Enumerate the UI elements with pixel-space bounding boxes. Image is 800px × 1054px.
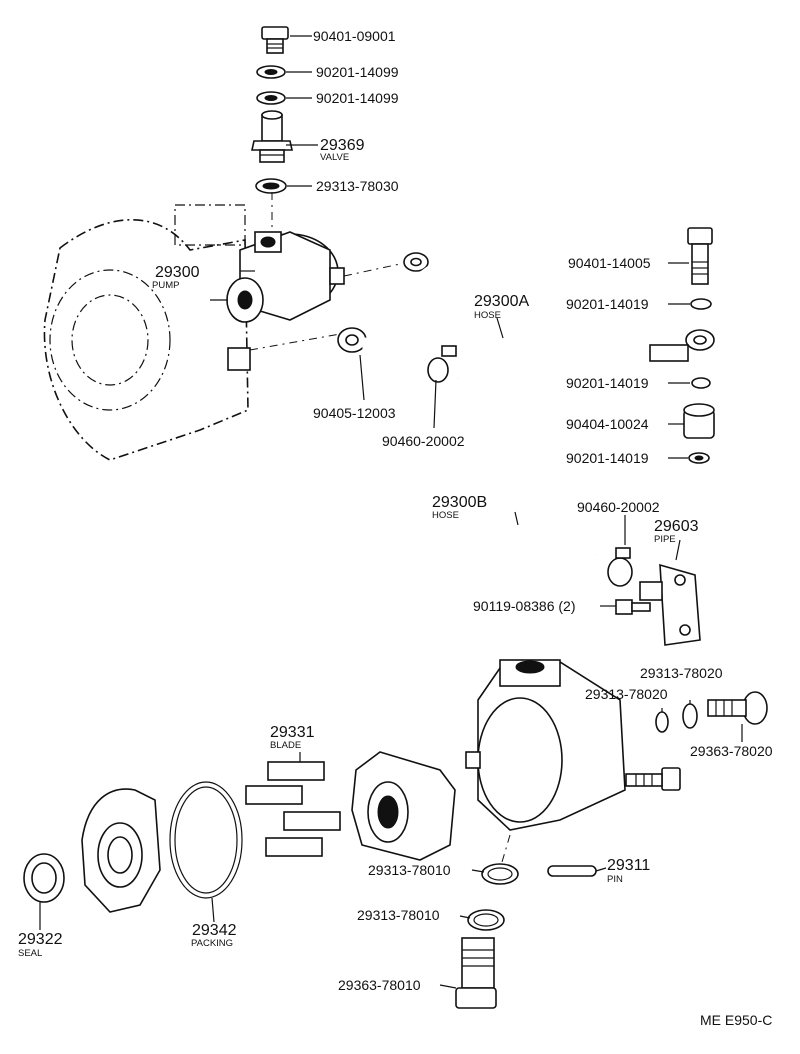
union-90405-12003 <box>337 327 429 365</box>
label-29300A: 29300A <box>474 293 529 310</box>
label-90201-14019-c: 90201-14019 <box>566 450 649 466</box>
bolt-90401-14005 <box>687 227 713 285</box>
bolt-90401-09001 <box>261 26 289 54</box>
alternator-body <box>43 204 249 461</box>
label-29369: 29369 <box>320 137 365 154</box>
washer-90201-14099-lower <box>256 91 286 105</box>
oring-29313-78010-b <box>467 909 505 931</box>
label-90460-20002-a: 90460-20002 <box>382 433 465 449</box>
label-90460-20002-b: 90460-20002 <box>577 499 660 515</box>
diagram-code: ME E950-C <box>700 1012 772 1028</box>
valve-29369 <box>251 110 293 163</box>
label-90401-09001: 90401-09001 <box>313 28 396 44</box>
label-90201-14019-a: 90201-14019 <box>566 296 649 312</box>
label-29313-78020-b: 29313-78020 <box>585 686 668 702</box>
label-seal: SEAL <box>18 948 42 959</box>
clamp-90460-20002-a <box>427 345 457 383</box>
label-pipe: PIPE <box>654 534 676 545</box>
hose-29300B <box>450 374 597 565</box>
bolt-90119-08386 <box>615 599 651 615</box>
hose-29300A <box>403 252 715 393</box>
washer-29313-78030 <box>255 178 287 194</box>
label-90404-10024: 90404-10024 <box>566 416 649 432</box>
seal-29322 <box>23 853 65 903</box>
washer-90201-14019-c <box>688 452 710 464</box>
label-29342: 29342 <box>192 922 237 939</box>
label-29331: 29331 <box>270 724 315 741</box>
label-29363-78010: 29363-78010 <box>338 977 421 993</box>
label-29313-78010-b: 29313-78010 <box>357 907 440 923</box>
bolt-housing <box>625 767 681 791</box>
label-packing: PACKING <box>191 938 233 949</box>
packing-29342 <box>169 781 243 899</box>
label-29313-78010-a: 29313-78010 <box>368 862 451 878</box>
label-blade: BLADE <box>270 740 301 751</box>
label-90401-14005: 90401-14005 <box>568 255 651 271</box>
label-29322: 29322 <box>18 931 63 948</box>
pump-29300 <box>210 231 345 371</box>
bolt-29363-78010 <box>455 937 497 1009</box>
washer-90201-14099-upper <box>256 65 286 79</box>
label-hose-a: HOSE <box>474 310 501 321</box>
label-90405-12003: 90405-12003 <box>313 405 396 421</box>
washer-90201-14019-b <box>691 377 711 389</box>
label-valve: VALVE <box>320 152 349 163</box>
washer-90201-14019-a <box>690 298 712 310</box>
label-29313-78030: 29313-78030 <box>316 178 399 194</box>
label-29311: 29311 <box>607 857 650 874</box>
label-pin: PIN <box>607 874 623 885</box>
sleeve-90404-10024 <box>683 403 715 439</box>
label-90201-14099-a: 90201-14099 <box>316 64 399 80</box>
label-90201-14099-b: 90201-14099 <box>316 90 399 106</box>
cover-plate <box>81 788 161 913</box>
label-90119-08386: 90119-08386 (2) <box>473 598 575 614</box>
washer-29313-78020-b <box>682 703 698 729</box>
bolt-29363-78020 <box>707 691 768 725</box>
label-29313-78020-a: 29313-78020 <box>640 665 723 681</box>
oring-29313-78010-a <box>481 863 519 885</box>
label-pump: PUMP <box>152 280 179 291</box>
housing <box>465 659 626 831</box>
blades-29331 <box>245 761 341 857</box>
clamp-90460-20002-b <box>607 547 633 587</box>
pipe-29603 <box>639 563 701 646</box>
rotor <box>351 751 456 861</box>
label-hose-b: HOSE <box>432 510 459 521</box>
washer-29313-78020-a <box>655 711 669 733</box>
pin-29311 <box>547 865 597 877</box>
label-29603: 29603 <box>654 518 699 535</box>
label-29300B: 29300B <box>432 494 487 511</box>
label-29363-78020: 29363-78020 <box>690 743 773 759</box>
label-90201-14019-b: 90201-14019 <box>566 375 649 391</box>
label-29300: 29300 <box>155 264 200 281</box>
